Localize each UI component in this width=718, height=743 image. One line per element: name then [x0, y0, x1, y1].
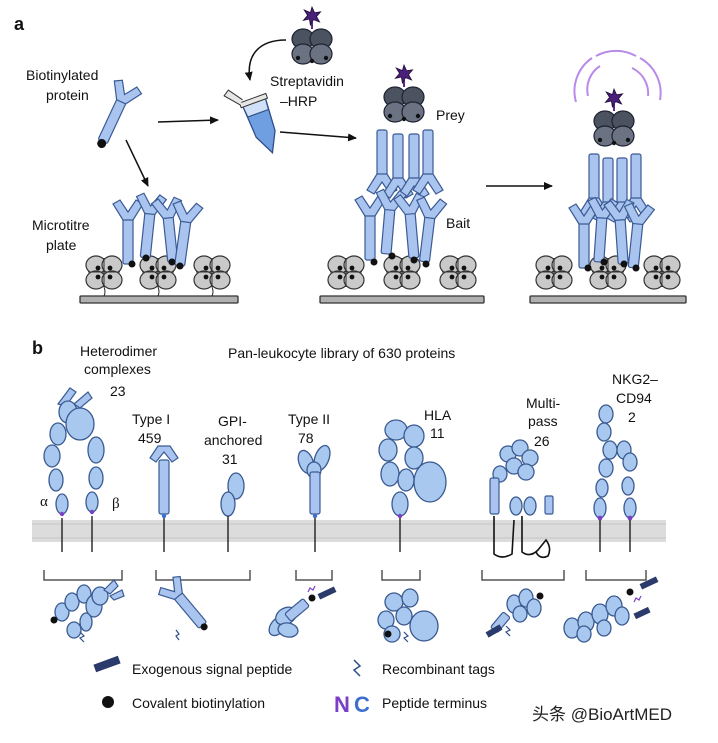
- nkg2-label-1: NKG2–: [612, 371, 658, 387]
- type1-protein: [149, 445, 179, 519]
- streptavidin-label-2: –HRP: [280, 93, 317, 109]
- biotinylated-protein-label-2: protein: [46, 87, 89, 103]
- nkg2-count: 2: [628, 409, 636, 425]
- prey-proteins: [366, 129, 444, 199]
- nkg2-label-2: CD94: [616, 390, 652, 406]
- legend-terminus: Peptide terminus: [382, 695, 487, 711]
- recombinant-tag-icon: [352, 659, 362, 677]
- legend-biotinylation: Covalent biotinylation: [132, 695, 265, 711]
- arrow-to-prey: [279, 131, 357, 142]
- microtitre-plate-3: [529, 255, 687, 304]
- beta-label: β: [112, 496, 120, 512]
- bait-label: Bait: [446, 215, 470, 231]
- plate-1-bait-proteins: [112, 191, 204, 270]
- heterodimer-protein: [43, 387, 105, 517]
- n-terminus-letter: N: [334, 692, 350, 717]
- curved-arrow-into-tube: [244, 39, 287, 81]
- multipass-protein: [489, 439, 554, 559]
- panel-a-label: a: [14, 14, 25, 34]
- library-title: Pan-leukocyte library of 630 proteins: [228, 345, 455, 361]
- membrane-stalks: [61, 516, 631, 552]
- alpha-label: α: [40, 494, 48, 510]
- cell-membrane: [32, 520, 666, 542]
- multipass-label-1: Multi-: [526, 395, 561, 411]
- prey-streptavidin-hrp: [383, 64, 425, 123]
- soluble-hla: [377, 588, 439, 643]
- hla-protein: [378, 419, 447, 519]
- type2-label: Type II: [288, 411, 330, 427]
- c-terminus-letter: C: [354, 692, 370, 717]
- legend-signal-peptide: Exogenous signal peptide: [132, 661, 293, 677]
- multipass-label-2: pass: [528, 413, 558, 429]
- streptavidin-hrp-icon: [291, 6, 333, 65]
- arrow-to-plate: [125, 139, 149, 187]
- soluble-heterodimer: [50, 579, 125, 643]
- hla-count: 11: [430, 425, 445, 441]
- signal-streptavidin-hrp: [593, 88, 635, 147]
- biotinylated-protein-icon: [88, 76, 144, 149]
- type1-label: Type I: [132, 411, 170, 427]
- microtitre-plate-label-1: Microtitre: [32, 217, 90, 233]
- heterodimer-label-2: complexes: [84, 361, 151, 377]
- heterodimer-label-1: Heterodimer: [80, 343, 157, 359]
- signal-peptide-icon: [93, 655, 121, 673]
- prey-label: Prey: [436, 107, 465, 123]
- soluble-nkg2-cd94: [563, 576, 659, 643]
- gpi-label-2: anchored: [204, 432, 262, 448]
- microtitre-plate-label-2: plate: [46, 237, 77, 253]
- panel-b-label: b: [32, 338, 43, 358]
- legend: Exogenous signal peptide Recombinant tag…: [93, 655, 495, 717]
- type2-count: 78: [298, 430, 314, 446]
- microtitre-plate-2: [319, 255, 485, 304]
- biotinylation-icon: [102, 696, 114, 708]
- type2-protein: [297, 444, 331, 519]
- soluble-form-brackets: [43, 570, 647, 581]
- nkg2-cd94-protein: [593, 404, 638, 521]
- microcentrifuge-tube-icon: [223, 89, 276, 155]
- microtitre-plate-1: [79, 255, 239, 304]
- streptavidin-label-1: Streptavidin: [270, 73, 344, 89]
- soluble-type2: [268, 585, 337, 638]
- hla-label: HLA: [424, 407, 452, 423]
- multipass-count: 26: [534, 433, 550, 449]
- soluble-multipass: [485, 588, 544, 638]
- soluble-type1: [157, 575, 208, 631]
- legend-recombinant-tags: Recombinant tags: [382, 661, 495, 677]
- gpi-count: 31: [222, 451, 238, 467]
- watermark: 头条 @BioArtMED: [532, 705, 672, 724]
- biotinylated-protein-label-1: Biotinylated: [26, 67, 98, 83]
- arrow-to-tube: [157, 116, 219, 125]
- gpi-anchored-protein: [220, 472, 245, 517]
- plate-3-bait-proteins: [568, 196, 656, 272]
- plate-2-bait-proteins: [354, 188, 448, 268]
- heterodimer-count: 23: [110, 383, 126, 399]
- type1-count: 459: [138, 430, 162, 446]
- signal-glow: [573, 49, 662, 103]
- gpi-label-1: GPI-: [218, 413, 247, 429]
